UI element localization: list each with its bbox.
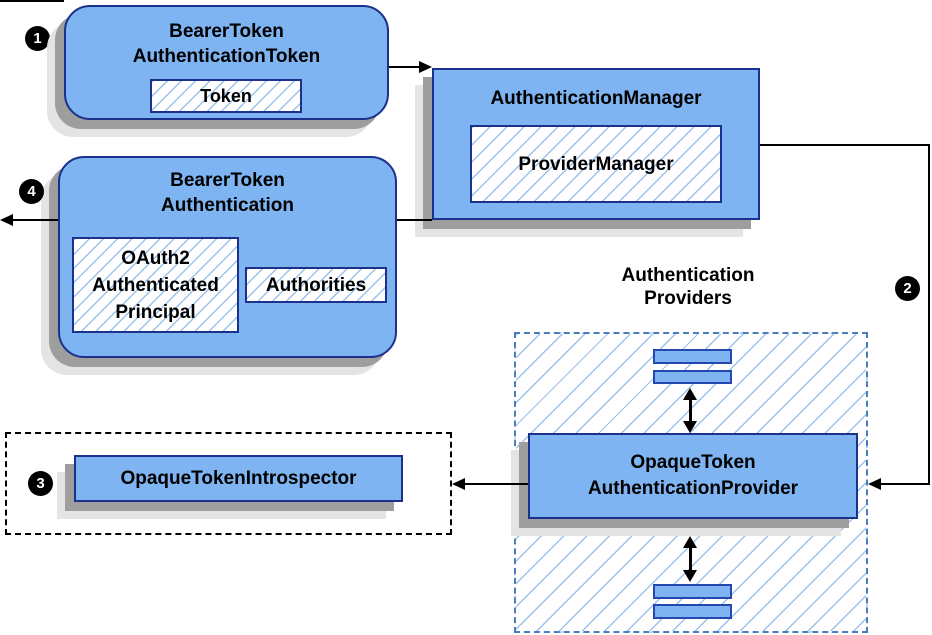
step-4-label: 4 xyxy=(27,183,36,200)
arrowhead-left-icon xyxy=(0,214,13,226)
step-3-label: 3 xyxy=(36,475,45,492)
step-4-badge: 4 xyxy=(19,179,44,204)
provider-to-introspector-line xyxy=(465,483,528,485)
arrowhead-left-icon xyxy=(868,478,881,490)
provider-stack-bar xyxy=(653,370,732,384)
provider-stack-bar xyxy=(653,349,732,364)
step-2-label: 2 xyxy=(903,280,912,297)
authorities-label: Authorities xyxy=(265,274,367,296)
token-box: Token xyxy=(150,79,302,113)
authentication-manager-node: AuthenticationManager ProviderManager xyxy=(432,68,760,220)
step-2-badge: 2 xyxy=(895,276,920,301)
bearer-token-authentication-node: BearerToken Authentication OAuth2 Authen… xyxy=(58,156,397,358)
double-arrow-icon xyxy=(682,388,698,433)
manager-to-provider-line-bottom xyxy=(881,483,930,485)
opaque-token-introspector-box: OpaqueTokenIntrospector xyxy=(74,455,403,502)
provider-manager-label: ProviderManager xyxy=(518,153,674,175)
opaque-token-authentication-provider-node: OpaqueToken AuthenticationProvider xyxy=(528,433,858,519)
bearer-token-authentication-title: BearerToken Authentication xyxy=(161,170,294,216)
authentication-providers-container: OpaqueToken AuthenticationProvider xyxy=(514,332,868,633)
opaque-token-introspector-container: 3 OpaqueTokenIntrospector xyxy=(5,432,452,535)
arrowhead-right-icon xyxy=(419,61,432,73)
step-1-label: 1 xyxy=(33,30,42,47)
authorities-box: Authorities xyxy=(245,267,387,303)
link-manager-to-authentication-line xyxy=(397,219,432,221)
provider-stack-bar xyxy=(653,584,732,599)
opaque-token-authentication-provider-title: OpaqueToken AuthenticationProvider xyxy=(587,452,799,499)
arrowhead-left-icon xyxy=(452,478,465,490)
bearer-token-authentication-token-title: BearerToken AuthenticationToken xyxy=(132,21,321,67)
manager-to-provider-line-right xyxy=(928,144,930,485)
oauth2-authenticated-principal-label: OAuth2 Authenticated Principal xyxy=(92,247,219,323)
oauth2-authenticated-principal-box: OAuth2 Authenticated Principal xyxy=(72,237,239,333)
bearer-token-authentication-token-node: BearerToken AuthenticationToken Token xyxy=(64,5,389,120)
double-arrow-icon xyxy=(682,536,698,582)
manager-to-provider-line-top xyxy=(760,144,930,146)
token-label: Token xyxy=(200,86,252,106)
step-3-badge: 3 xyxy=(28,471,53,496)
step-1-badge: 1 xyxy=(25,26,50,51)
provider-manager-box: ProviderManager xyxy=(470,125,722,203)
provider-stack-bar xyxy=(653,604,732,619)
outgoing-authentication-line xyxy=(13,219,58,221)
opaque-token-introspector-label: OpaqueTokenIntrospector xyxy=(120,468,357,489)
arrow-line-to-authentication-manager xyxy=(389,66,420,68)
authentication-providers-label: Authentication Providers xyxy=(621,265,755,309)
authentication-manager-title: AuthenticationManager xyxy=(490,88,702,109)
incoming-request-line xyxy=(0,0,64,2)
